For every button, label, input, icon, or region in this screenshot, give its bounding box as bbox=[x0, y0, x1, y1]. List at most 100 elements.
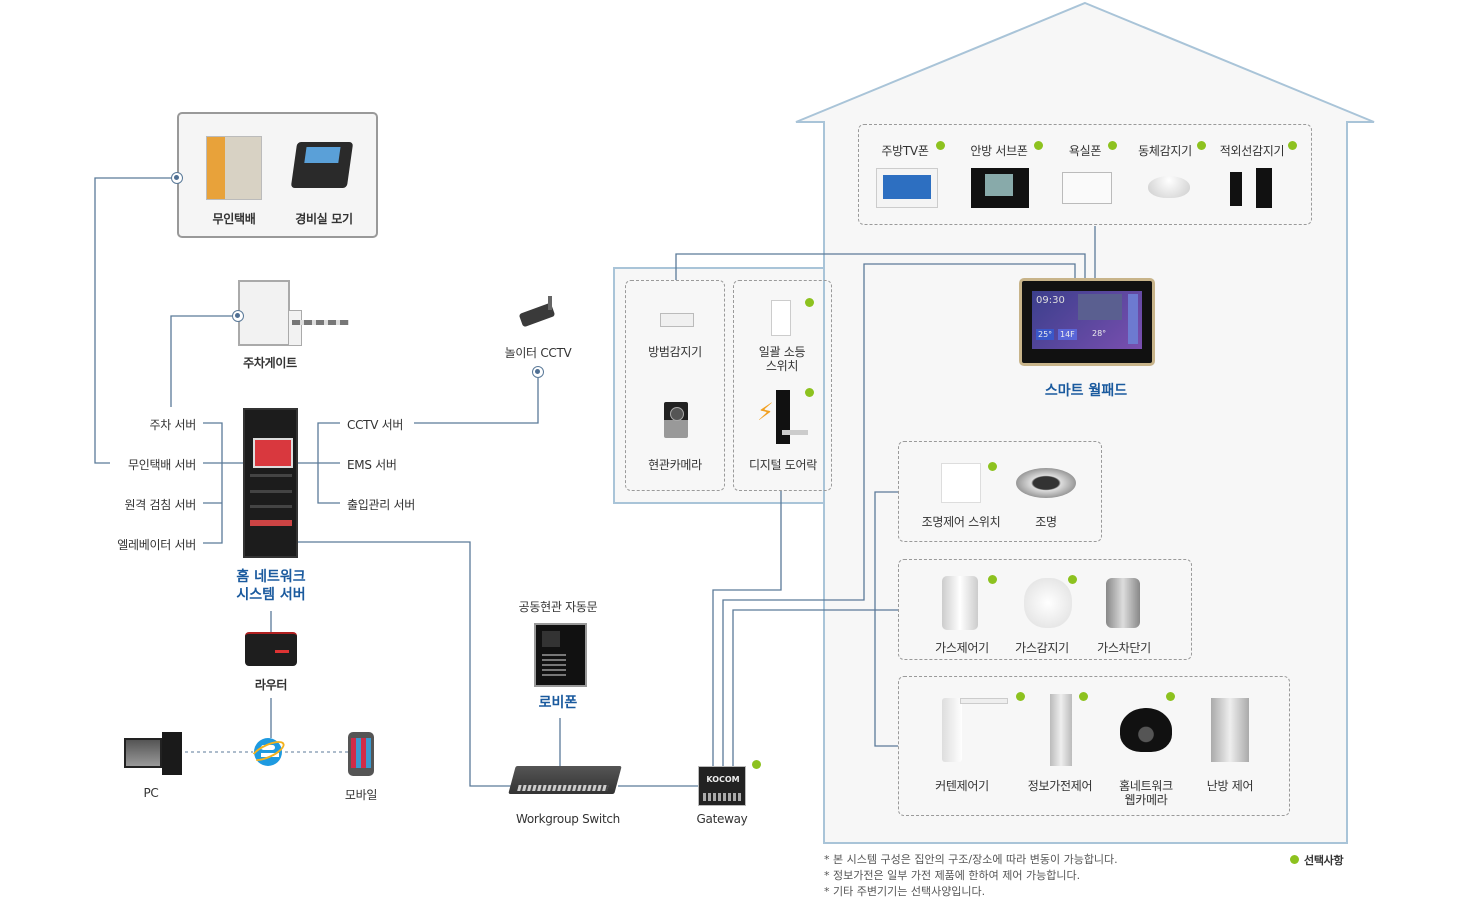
gas-shutoff-label: 가스차단기 bbox=[1097, 641, 1151, 655]
optional-dot bbox=[1016, 692, 1025, 701]
optional-dot bbox=[1288, 141, 1297, 150]
digital-doorlock-image bbox=[776, 390, 808, 444]
optional-dot bbox=[1034, 141, 1043, 150]
wallpad-screen-floor: 14F bbox=[1058, 329, 1077, 340]
parking-gate-image bbox=[238, 280, 290, 346]
lobby-door-caption: 공동현관 자동문 bbox=[518, 600, 598, 614]
heating-control-image bbox=[1211, 698, 1249, 762]
optional-dot bbox=[1108, 141, 1117, 150]
kitchen-tv-phone-image bbox=[876, 168, 938, 208]
note-line-2: * 정보가전은 일부 가전 제품에 한하여 제어 가능합니다. bbox=[824, 869, 1081, 882]
appliance-group bbox=[898, 676, 1290, 816]
workgroup-switch-image bbox=[508, 766, 622, 794]
intrusion-sensor-label: 방범감지기 bbox=[648, 345, 702, 359]
curtain-rail bbox=[960, 698, 1008, 704]
ems-server-label: EMS 서버 bbox=[347, 458, 397, 472]
smart-wallpad-image: 09:30 25° 14F 28° bbox=[1019, 278, 1155, 366]
downlight-image bbox=[1016, 468, 1076, 498]
gateway-optional-dot bbox=[752, 760, 761, 769]
optional-dot bbox=[988, 575, 997, 584]
bathroom-phone-image bbox=[1062, 172, 1112, 204]
info-appliance-label: 정보가전제어 bbox=[1027, 779, 1093, 793]
delivery-connection-node bbox=[171, 172, 183, 184]
smart-wallpad-label: 스마트 월패드 bbox=[1044, 383, 1128, 399]
note-line-1: * 본 시스템 구성은 집안의 구조/장소에 따라 변동이 가능합니다. bbox=[824, 853, 1118, 866]
entrance-camera-label: 현관카메라 bbox=[648, 458, 702, 472]
lobby-phone-image bbox=[534, 623, 587, 687]
optional-dot bbox=[1166, 692, 1175, 701]
wallpad-screen-temp1: 25° bbox=[1036, 329, 1055, 340]
all-off-switch-image bbox=[771, 300, 791, 336]
lobby-phone-label: 로비폰 bbox=[538, 695, 578, 711]
server-rack-image bbox=[243, 408, 298, 558]
bedroom-subphone-label: 안방 서브폰 bbox=[970, 144, 1028, 158]
info-appliance-image bbox=[1050, 694, 1072, 766]
gas-controller-image bbox=[942, 576, 978, 630]
cctv-mount bbox=[548, 296, 552, 310]
webcam-label-line2: 웹카메라 bbox=[1124, 793, 1168, 807]
optional-dot bbox=[988, 462, 997, 471]
pc-label: PC bbox=[143, 786, 159, 800]
parking-gate-base bbox=[288, 310, 302, 346]
curtain-controller-image bbox=[942, 698, 962, 762]
pc-tower-image bbox=[162, 732, 182, 775]
optional-dot bbox=[1079, 692, 1088, 701]
downlight-label: 조명 bbox=[1035, 515, 1057, 529]
note-line-3: * 기타 주변기기는 선택사양입니다. bbox=[824, 885, 986, 898]
lighting-group bbox=[898, 441, 1102, 542]
wallpad-screen-temp2: 28° bbox=[1092, 329, 1107, 338]
parking-gate-node bbox=[232, 310, 244, 322]
delivery-locker-image bbox=[206, 136, 262, 200]
gateway-label: Gateway bbox=[696, 812, 748, 826]
infrared-sensor-image-2 bbox=[1256, 168, 1272, 208]
home-server-title-line1: 홈 네트워크 bbox=[236, 569, 306, 585]
optional-dot bbox=[805, 298, 814, 307]
gas-group bbox=[898, 559, 1192, 660]
legend-optional-dot bbox=[1290, 855, 1299, 864]
entrance-security-group bbox=[625, 280, 725, 491]
kitchen-tv-phone-label: 주방TV폰 bbox=[881, 144, 929, 158]
remote-metering-server-label: 원격 검침 서버 bbox=[124, 498, 197, 512]
lighting-switch-image bbox=[941, 463, 981, 503]
room-devices-group bbox=[858, 124, 1312, 225]
parking-server-label: 주차 서버 bbox=[149, 418, 197, 432]
webcam-label-line1: 홈네트워크 bbox=[1119, 779, 1173, 793]
home-server-title-line2: 시스템 서버 bbox=[236, 587, 306, 603]
all-off-switch-label-line1: 일괄 소등 bbox=[758, 345, 806, 359]
optional-dot bbox=[936, 141, 945, 150]
lighting-switch-label: 조명제어 스위치 bbox=[921, 515, 1001, 529]
webcam-image bbox=[1120, 708, 1172, 752]
mobile-phone-image bbox=[348, 732, 374, 776]
gas-controller-label: 가스제어기 bbox=[935, 641, 989, 655]
guard-monitor-label: 경비실 모기 bbox=[295, 212, 353, 226]
curtain-controller-label: 커텐제어기 bbox=[935, 779, 989, 793]
optional-dot bbox=[1068, 575, 1077, 584]
router-label: 라우터 bbox=[254, 678, 288, 692]
legend-optional-label: 선택사항 bbox=[1304, 854, 1344, 867]
entrance-camera-image bbox=[664, 402, 688, 438]
playground-cctv-label: 놀이터 CCTV bbox=[504, 346, 572, 360]
optional-dot bbox=[1197, 141, 1206, 150]
playground-cctv-node bbox=[532, 366, 544, 378]
access-control-server-label: 출입관리 서버 bbox=[347, 498, 415, 512]
delivery-guard-group: 무인택배 경비실 모기 bbox=[177, 112, 378, 238]
mobile-label: 모바일 bbox=[344, 788, 378, 802]
gateway-brand: KOCOM bbox=[706, 775, 740, 784]
gateway-image: KOCOM bbox=[698, 766, 746, 806]
digital-doorlock-label: 디지털 도어락 bbox=[749, 458, 817, 472]
optional-dot bbox=[805, 388, 814, 397]
switch-label: Workgroup Switch bbox=[516, 812, 620, 826]
parking-gate-bar bbox=[292, 320, 349, 325]
gas-detector-image bbox=[1024, 578, 1072, 628]
heating-control-label: 난방 제어 bbox=[1206, 779, 1254, 793]
motion-sensor-image bbox=[1148, 176, 1190, 198]
intrusion-sensor-image bbox=[660, 313, 694, 327]
internet-explorer-icon[interactable] bbox=[248, 736, 288, 768]
bedroom-subphone-image bbox=[971, 168, 1029, 208]
bathroom-phone-label: 욕실폰 bbox=[1068, 144, 1102, 158]
infrared-sensor-image bbox=[1230, 172, 1242, 206]
gas-detector-label: 가스감지기 bbox=[1015, 641, 1069, 655]
cctv-server-label: CCTV 서버 bbox=[347, 418, 404, 432]
router-image bbox=[245, 632, 297, 666]
